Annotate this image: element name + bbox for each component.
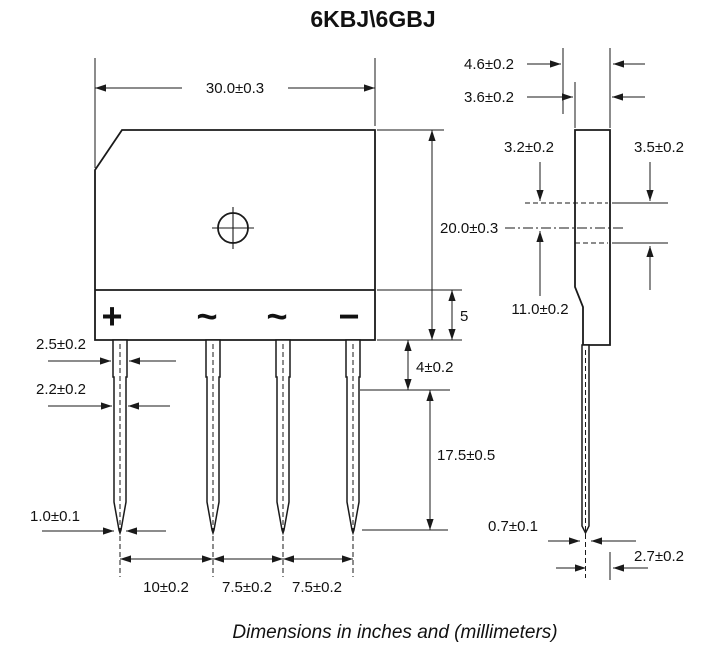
minus-symbol: − — [338, 296, 359, 337]
dim-hole-offset-left: 3.2±0.2 — [504, 139, 554, 201]
dim-hole-offset-right: 3.5±0.2 — [634, 139, 684, 290]
dim-label: 20.0±0.3 — [440, 220, 498, 237]
dim-label: 11.0±0.2 — [511, 301, 568, 318]
plus-symbol: + — [101, 296, 122, 337]
side-body-outline — [574, 129, 611, 346]
dim-label: 4±0.2 — [416, 359, 453, 376]
dim-shoulder-length: 4±0.2 — [360, 340, 453, 391]
front-body-outline — [94, 129, 376, 341]
dim-label: 30.0±0.3 — [206, 80, 264, 97]
dim-pin-offset: 2.7±0.2 — [556, 548, 684, 580]
ac-symbol-2: ~ — [266, 296, 287, 337]
side-view: 4.6±0.2 3.6±0.2 3.2±0.2 3.5±0.2 11.0±0.2 — [464, 48, 684, 580]
page-title: 6KBJ\6GBJ — [310, 6, 435, 32]
dim-label: 1.0±0.1 — [30, 508, 80, 525]
dim-label: 5 — [460, 308, 468, 325]
drawing-caption: Dimensions in inches and (millimeters) — [232, 622, 557, 643]
dim-pin-tip-width: 1.0±0.1 — [30, 508, 166, 535]
dim-label: 7.5±0.2 — [292, 579, 342, 596]
front-view: + ~ ~ − 30.0±0.3 20.0±0.3 5 — [30, 58, 498, 596]
dim-label: 3.5±0.2 — [634, 139, 684, 156]
dim-pin-width-top: 2.5±0.2 — [36, 336, 176, 365]
dim-label: 0.7±0.1 — [488, 518, 538, 535]
dim-depth-total: 4.6±0.2 — [464, 56, 645, 73]
dim-pin-pitches: 10±0.2 7.5±0.2 7.5±0.2 — [120, 555, 353, 596]
dim-label: 2.5±0.2 — [36, 336, 86, 353]
dim-label: 17.5±0.5 — [437, 447, 495, 464]
dim-front-width: 30.0±0.3 — [94, 58, 376, 168]
dim-label: 4.6±0.2 — [464, 56, 514, 73]
ac-symbol-1: ~ — [196, 296, 217, 337]
dim-pin-thickness: 0.7±0.1 — [488, 518, 636, 545]
dim-label: 10±0.2 — [143, 579, 189, 596]
dim-base-height: 5 — [448, 290, 468, 340]
dim-label: 7.5±0.2 — [222, 579, 272, 596]
dim-label: 3.2±0.2 — [504, 139, 554, 156]
dim-pin-width-mid: 2.2±0.2 — [36, 381, 170, 410]
dim-pin-length: 17.5±0.5 — [362, 390, 495, 531]
dim-depth-body: 3.6±0.2 — [464, 89, 645, 106]
dim-label: 3.6±0.2 — [464, 89, 514, 106]
dim-label: 2.7±0.2 — [634, 548, 684, 565]
dim-center-to-bottom: 11.0±0.2 — [511, 231, 569, 318]
dim-front-height: 20.0±0.3 — [377, 129, 498, 341]
dim-label: 2.2±0.2 — [36, 381, 86, 398]
